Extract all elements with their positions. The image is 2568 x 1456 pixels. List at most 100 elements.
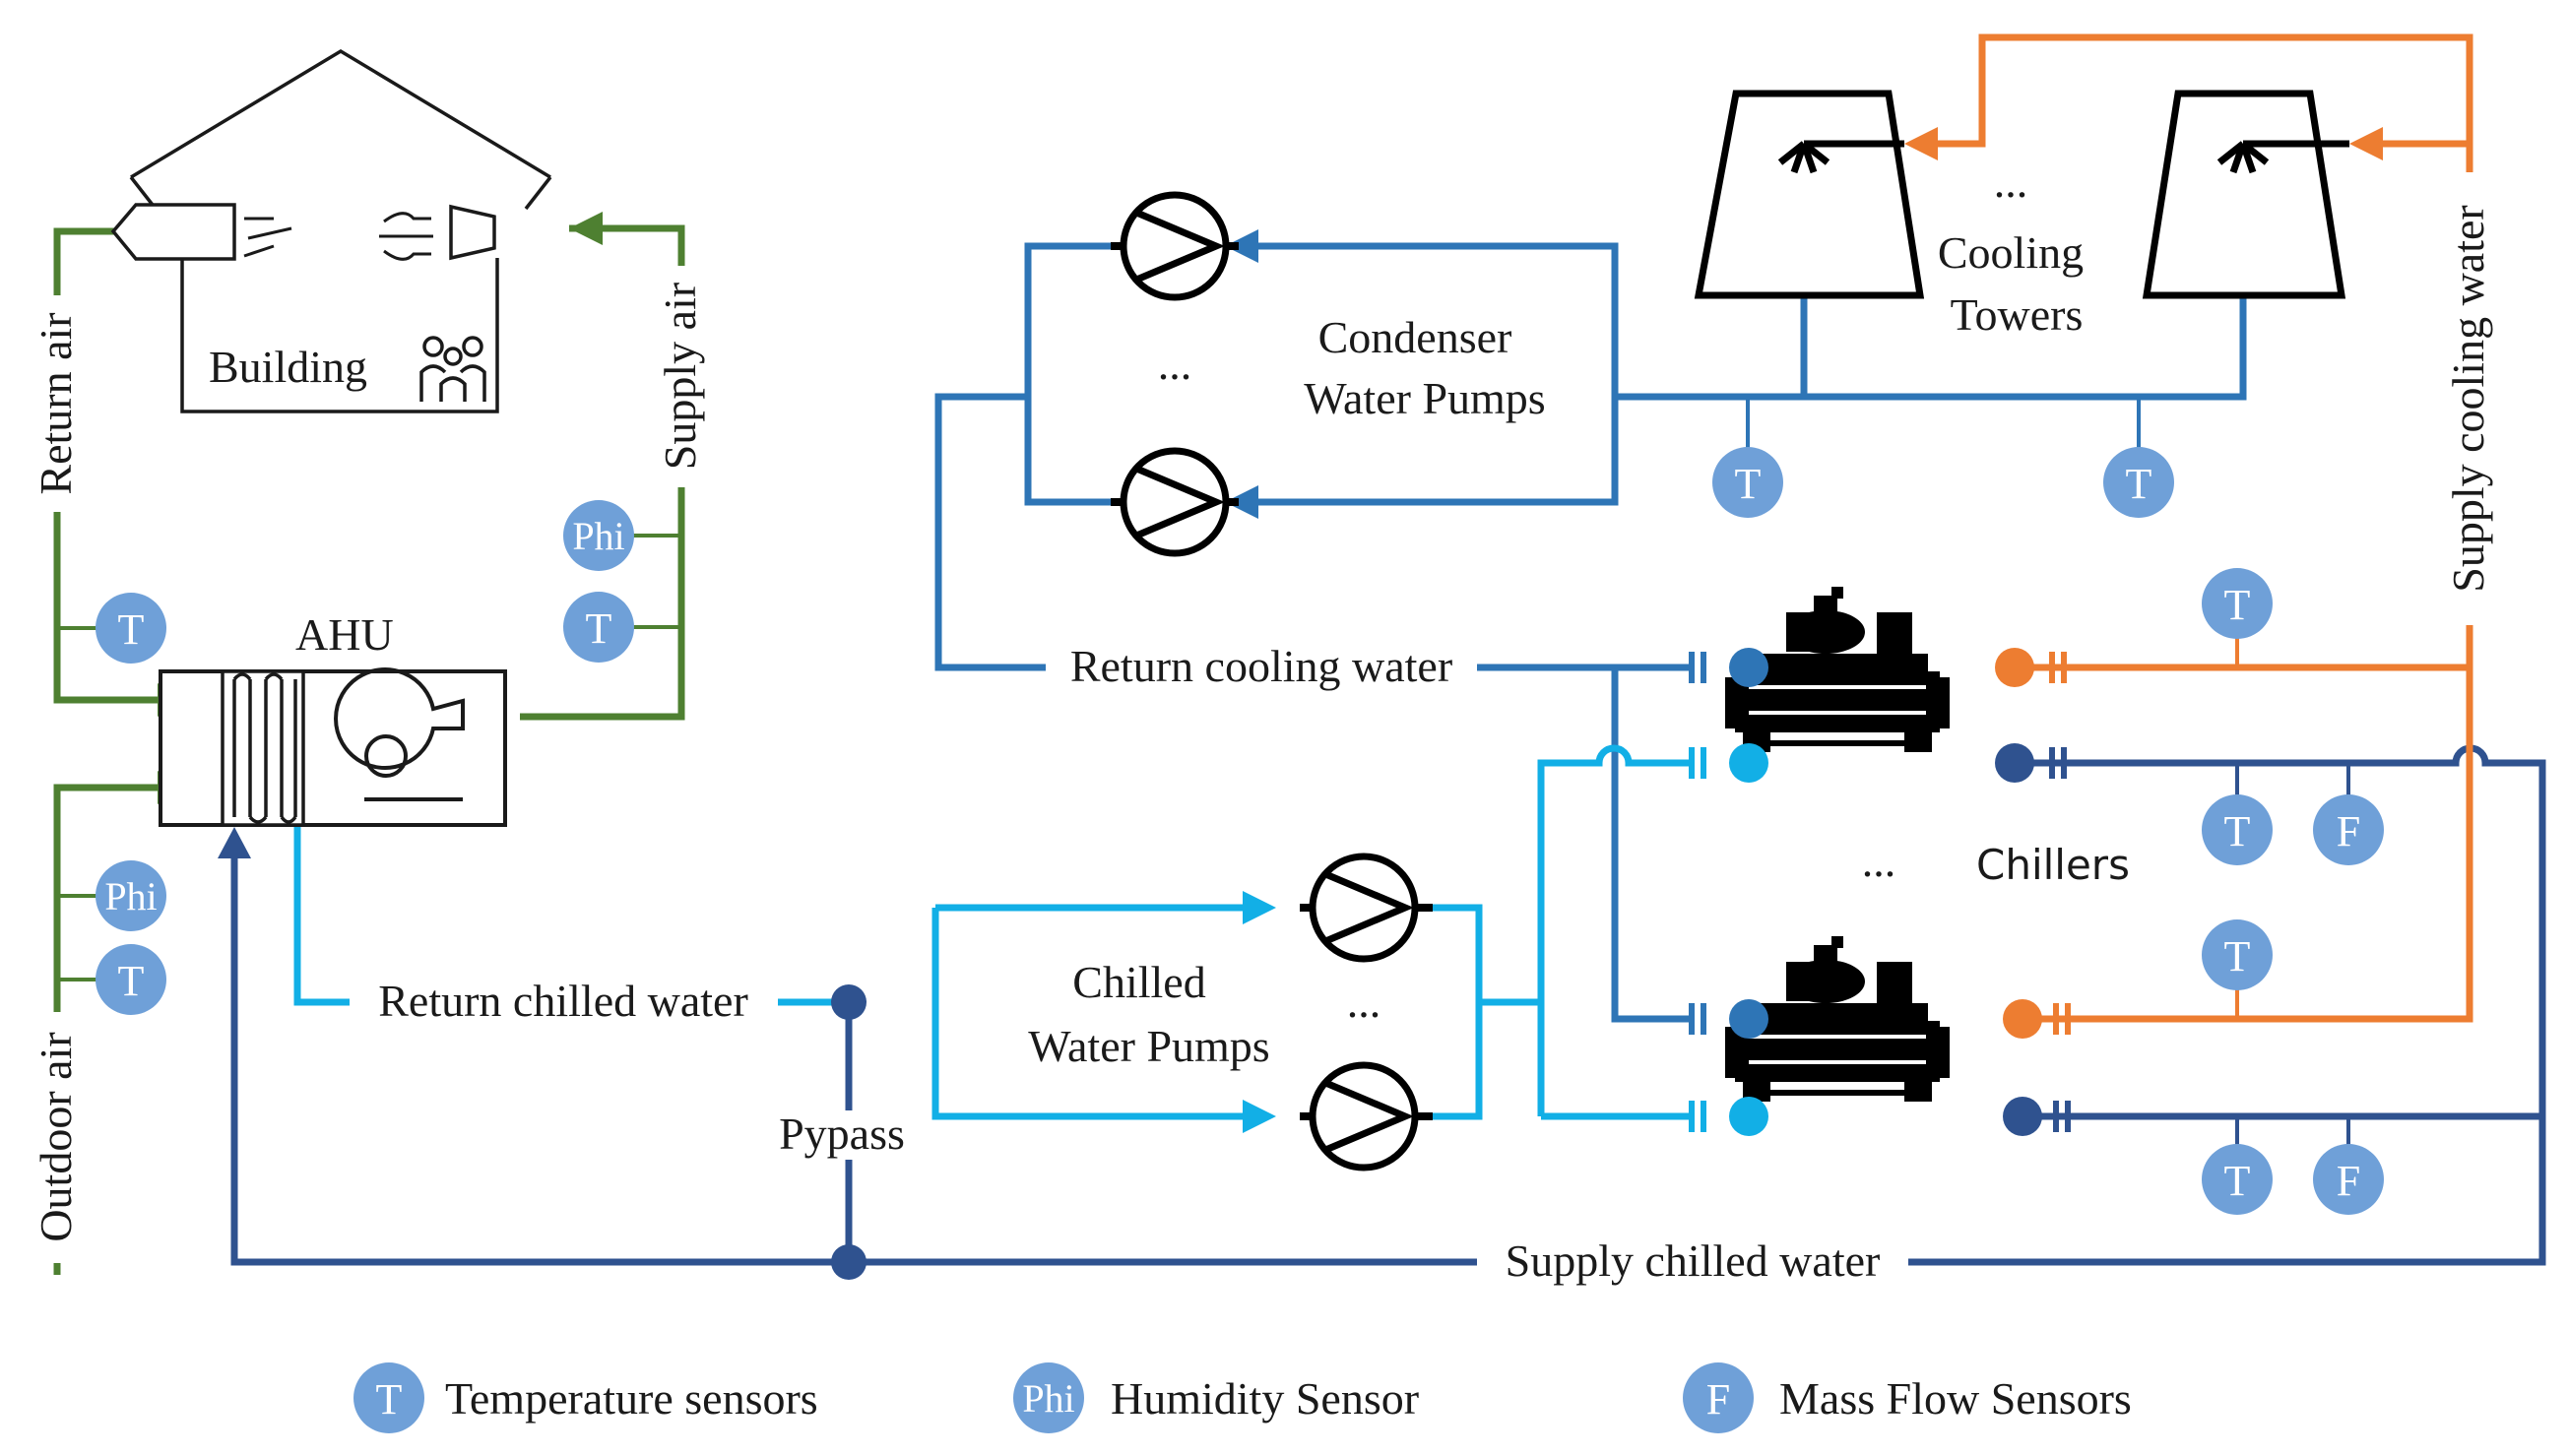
legend-humidity-label: Humidity Sensor (1111, 1373, 1419, 1424)
valve-icon (2003, 1097, 2071, 1136)
temperature-sensor: T (2202, 568, 2273, 639)
valve-icon (1689, 648, 1768, 687)
svg-text:F: F (2337, 1157, 2360, 1205)
legend-temperature: T Temperature sensors (353, 1362, 818, 1433)
svg-text:T: T (118, 957, 145, 1005)
temperature-sensor: T (96, 944, 166, 1015)
tower-1-inlet-arrow-icon (1904, 127, 1938, 160)
house-outline-icon (130, 48, 551, 179)
chilled-pump-loop-right (1433, 904, 1483, 1120)
cooling-tower-icon (2142, 90, 2349, 299)
temperature-sensor: T (1712, 447, 1783, 518)
valve-icon (1689, 1097, 1768, 1136)
chilled-pump-2-arrow-icon (1243, 1100, 1276, 1133)
humidity-sensor: Phi (563, 500, 634, 571)
svg-text:Phi: Phi (572, 514, 624, 558)
bypass-label: Pypass (779, 1108, 905, 1159)
condenser-pumps-label-1: Condenser (1318, 312, 1512, 362)
return-cooling-water-label: Return cooling water (1070, 641, 1452, 691)
building (110, 48, 552, 413)
supply-diffuser-icon (449, 204, 496, 261)
bypass-bottom-junction (831, 1244, 867, 1280)
svg-text:T: T (1735, 460, 1762, 508)
chiller-2-cooling-leg (2033, 667, 2473, 1023)
return-vent-icon (110, 203, 236, 261)
legend-flow: F Mass Flow Sensors (1683, 1362, 2132, 1433)
legend: T Temperature sensors Phi Humidity Senso… (353, 1362, 2132, 1433)
condenser-pump-loop (1024, 242, 1619, 506)
tower-2-inlet-arrow-icon (2349, 127, 2383, 160)
chilled-pumps-ellipsis: ... (1347, 977, 1381, 1027)
svg-text:T: T (118, 605, 145, 654)
supply-cooling-water-label: Supply cooling water (2443, 205, 2493, 593)
coil-icon (232, 672, 297, 824)
building-label: Building (209, 342, 367, 392)
supply-air-label: Supply air (655, 283, 705, 470)
return-chilled-water-label: Return chilled water (378, 976, 748, 1026)
valve-icon (1995, 648, 2067, 687)
legend-temperature-label: Temperature sensors (445, 1373, 818, 1424)
chilled-pump-1-arrow-icon (1243, 891, 1276, 924)
legend-flow-label: Mass Flow Sensors (1779, 1373, 2132, 1424)
chilled-pump-loop-left (931, 908, 1260, 1120)
svg-text:Phi: Phi (104, 874, 157, 918)
legend-humidity: Phi Humidity Sensor (1013, 1362, 1419, 1433)
pump-icon (1111, 191, 1239, 301)
people-icon (419, 336, 486, 402)
fan-icon (334, 667, 465, 801)
temperature-sensor: T (96, 593, 166, 664)
return-cooling-main (934, 393, 1689, 671)
temperature-sensor: T (2202, 794, 2273, 865)
svg-text:Phi: Phi (1022, 1376, 1074, 1421)
condenser-pump-2-arrow-icon (1225, 485, 1258, 519)
svg-text:T: T (2224, 932, 2251, 981)
temperature-sensor: T (2103, 447, 2174, 518)
bypass-top-junction (831, 984, 867, 1020)
cooling-towers-label-1: Cooling (1938, 227, 2084, 278)
temperature-sensor: T (2202, 919, 2273, 990)
svg-text:F: F (1706, 1375, 1730, 1424)
valve-icon (1689, 999, 1768, 1039)
svg-text:T: T (376, 1375, 403, 1424)
pump-icon (1300, 1061, 1433, 1171)
chillers-label: Chillers (1976, 841, 2130, 889)
cooling-towers-label-2: Towers (1951, 289, 2084, 340)
air-flow-icon (243, 212, 433, 261)
condenser-pumps-ellipsis: ... (1158, 339, 1192, 389)
cooling-towers-ellipsis: ... (1994, 157, 2028, 207)
temperature-sensor: T (2202, 1144, 2273, 1215)
svg-text:T: T (2224, 1157, 2251, 1205)
svg-text:F: F (2337, 807, 2360, 855)
chilled-pumps-label-1: Chilled (1072, 957, 1205, 1007)
ahu-unit (159, 667, 507, 827)
cooling-supply-pipes (1930, 33, 2473, 1023)
condenser-branch-chiller-2 (1611, 667, 1689, 1023)
chiller-1-supply-leg (2033, 744, 2546, 1116)
valve-icon (1689, 743, 1768, 783)
ahu-label: AHU (295, 609, 394, 660)
supply-air-arrow-icon (569, 212, 603, 245)
chilled-supply-chiller-1 (1537, 744, 1689, 1116)
valve-icon (1995, 743, 2067, 783)
tower-header (1615, 295, 2247, 401)
cooling-tower-icon (1694, 90, 1925, 299)
humidity-sensor: Phi (96, 860, 166, 931)
chillers-ellipsis: ... (1862, 836, 1896, 886)
supply-chilled-arrow-icon (218, 827, 251, 858)
supply-chilled-water-label: Supply chilled water (1506, 1235, 1881, 1286)
pump-icon (1300, 853, 1433, 963)
temperature-sensor: T (563, 592, 634, 663)
svg-text:T: T (2224, 581, 2251, 629)
supply-chilled-main (230, 856, 2546, 1266)
condenser-pumps-label-2: Water Pumps (1304, 373, 1545, 423)
return-air-label: Return air (31, 312, 81, 494)
svg-text:T: T (586, 604, 612, 653)
flow-sensor: F (2313, 794, 2384, 865)
outdoor-air-label: Outdoor air (31, 1032, 81, 1241)
pump-icon (1111, 447, 1239, 557)
supply-cooling-main (1930, 33, 2473, 671)
condenser-pump-1-arrow-icon (1225, 229, 1258, 263)
condenser-water-pipes (934, 242, 2247, 1023)
svg-text:T: T (2224, 807, 2251, 855)
